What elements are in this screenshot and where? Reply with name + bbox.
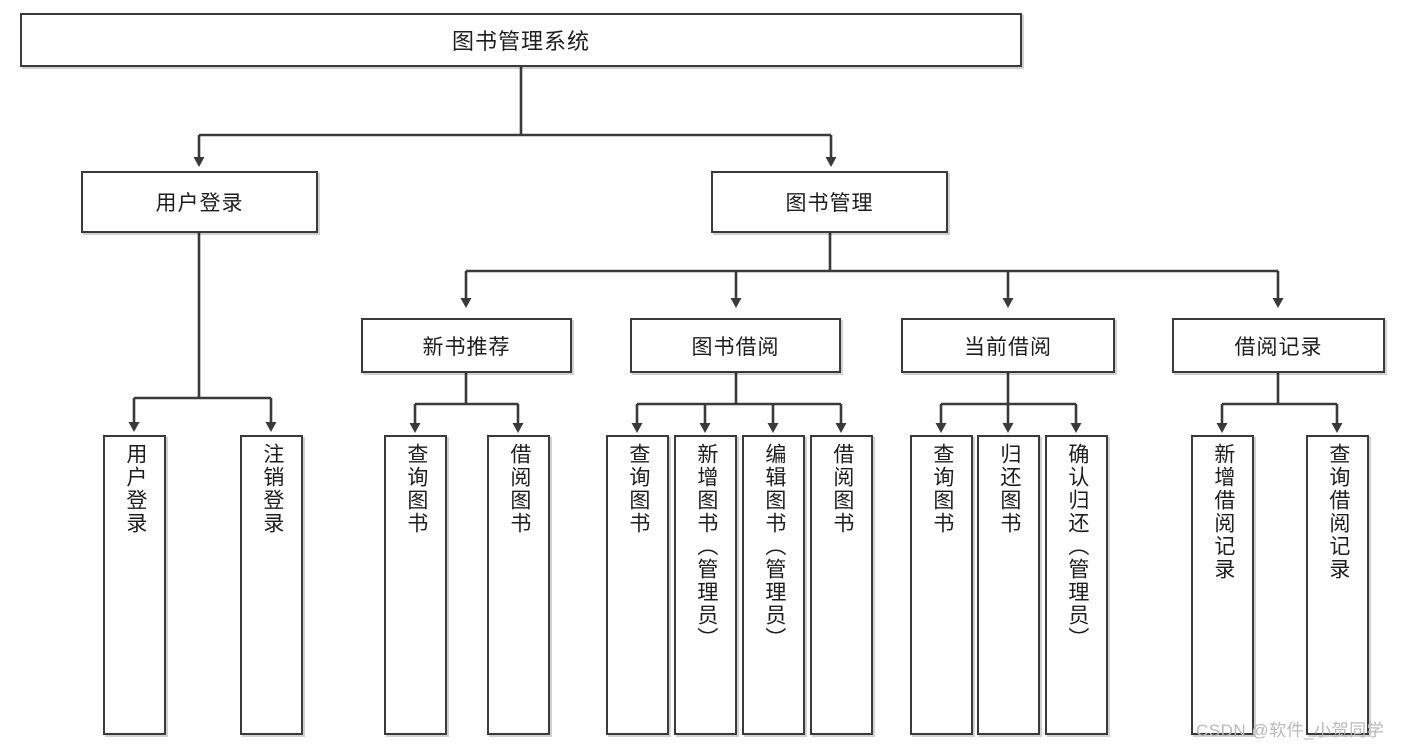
node-leaf-add-record[interactable]: 新增借阅记录 [1191, 435, 1254, 735]
node-leaf-borrow-book-2[interactable]: 借阅图书 [810, 435, 873, 735]
node-leaf-logout[interactable]: 注销登录 [240, 435, 303, 735]
node-leaf-edit-book-label: 编辑图书（管理员） [762, 443, 786, 650]
node-book-borrow[interactable]: 图书借阅 [630, 318, 841, 373]
node-leaf-query-book-2-label: 查询图书 [626, 443, 650, 535]
node-new-book-recommend[interactable]: 新书推荐 [361, 318, 572, 373]
node-root-label: 图书管理系统 [451, 29, 590, 54]
node-leaf-confirm-return[interactable]: 确认归还（管理员） [1045, 435, 1108, 735]
node-book-manage[interactable]: 图书管理 [711, 171, 948, 233]
node-current-borrow[interactable]: 当前借阅 [901, 318, 1115, 373]
node-current-borrow-label: 当前借阅 [964, 335, 1052, 359]
csdn-watermark: CSDN @软件_小贺同学 [1196, 721, 1385, 740]
node-leaf-query-book-2[interactable]: 查询图书 [606, 435, 669, 735]
node-leaf-add-book[interactable]: 新增图书（管理员） [674, 435, 737, 735]
node-leaf-add-book-label: 新增图书（管理员） [694, 443, 718, 650]
node-leaf-borrow-book-1-label: 借阅图书 [507, 443, 531, 535]
node-root[interactable]: 图书管理系统 [20, 13, 1022, 67]
node-leaf-query-record-label: 查询借阅记录 [1326, 443, 1350, 581]
node-leaf-query-book-1-label: 查询图书 [404, 443, 428, 535]
node-new-book-recommend-label: 新书推荐 [422, 335, 511, 359]
node-leaf-edit-book[interactable]: 编辑图书（管理员） [742, 435, 805, 735]
node-leaf-return-book-label: 归还图书 [997, 443, 1021, 535]
node-leaf-user-login[interactable]: 用户登录 [103, 435, 166, 735]
node-book-borrow-label: 图书借阅 [691, 335, 780, 359]
node-book-manage-label: 图书管理 [785, 192, 874, 215]
node-leaf-query-book-3-label: 查询图书 [930, 443, 954, 535]
node-leaf-user-login-label: 用户登录 [123, 443, 147, 535]
node-leaf-return-book[interactable]: 归还图书 [977, 435, 1040, 735]
node-leaf-query-record[interactable]: 查询借阅记录 [1306, 435, 1369, 735]
node-borrow-record-label: 借阅记录 [1234, 335, 1323, 359]
node-user-login[interactable]: 用户登录 [81, 171, 318, 233]
node-leaf-query-book-3[interactable]: 查询图书 [910, 435, 973, 735]
node-leaf-borrow-book-1[interactable]: 借阅图书 [487, 435, 550, 735]
node-leaf-add-record-label: 新增借阅记录 [1211, 443, 1235, 581]
node-borrow-record[interactable]: 借阅记录 [1172, 318, 1385, 373]
node-leaf-confirm-return-label: 确认归还（管理员） [1065, 443, 1089, 650]
node-leaf-query-book-1[interactable]: 查询图书 [384, 435, 447, 735]
node-leaf-borrow-book-2-label: 借阅图书 [830, 443, 854, 535]
node-user-login-label: 用户登录 [155, 192, 244, 215]
node-leaf-logout-label: 注销登录 [260, 443, 284, 535]
